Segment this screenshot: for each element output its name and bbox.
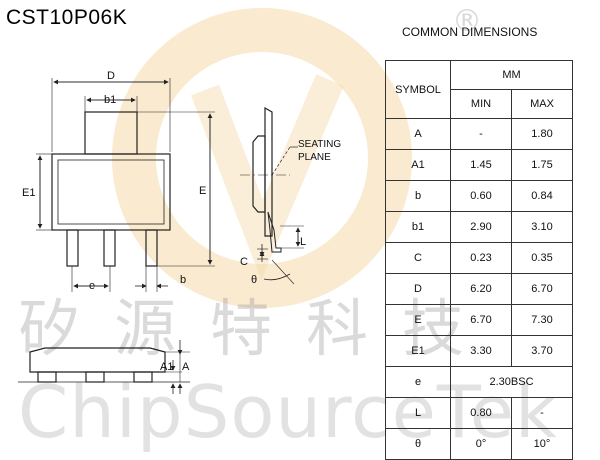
label-C: C [240,256,248,268]
side-view [240,106,304,285]
top-view [36,78,215,292]
lead-left [66,229,79,267]
cell-max: 6.70 [511,273,573,305]
label-seating: SEATING [298,139,341,150]
cell-max: 3.10 [511,211,573,243]
cell-min: 3.30 [450,335,512,367]
lead-mid [103,229,116,267]
top-body-inner [57,159,165,225]
label-b: b [180,274,186,286]
front-lead-mid [85,371,105,383]
cell-symbol: θ [385,428,451,460]
header-min: MIN [450,89,512,119]
cell-symbol: E [385,304,451,336]
cell-symbol: L [385,397,451,429]
header-unit: MM [450,60,573,90]
label-plane: PLANE [298,152,331,163]
table-row: A-1.80 [385,118,573,150]
front-lead-left [37,371,57,383]
cell-min: 0.80 [450,397,512,429]
top-body [51,153,171,231]
cell-min: - [450,118,512,150]
header-symbol: SYMBOL [385,60,451,119]
front-body [29,347,166,373]
cell-min: 0.60 [450,180,512,212]
side-tab [264,106,273,237]
label-A1: A1 [160,361,173,373]
cell-max: 0.35 [511,242,573,274]
package-drawing: D b1 E1 E e b SEATING PLANE L C θ [18,70,341,394]
side-body [252,135,266,213]
cell-min: 6.20 [450,273,512,305]
registered-mark: ® [452,4,482,39]
cell-symbol: D [385,273,451,305]
cell-symbol: b [385,180,451,212]
label-E1: E1 [22,187,35,199]
cell-symbol: b1 [385,211,451,243]
lead-right [145,229,158,267]
cell-max: 10° [511,428,573,460]
part-number-title: CST10P06K [6,6,128,29]
front-lead-right [133,371,153,383]
cell-min: 0° [450,428,512,460]
label-E: E [199,185,206,197]
cell-symbol: e [385,366,451,398]
cell-min: 2.90 [450,211,512,243]
label-D: D [107,70,115,82]
side-lead [267,211,282,253]
cell-min: 6.70 [450,304,512,336]
cell-symbol: A [385,118,451,150]
cell-max: 1.75 [511,149,573,181]
cell-min: 0.23 [450,242,512,274]
label-b1: b1 [104,94,116,106]
top-tab [84,111,138,155]
front-view [18,340,190,394]
dimensions-heading: COMMON DIMENSIONS [402,25,538,39]
cell-max: - [511,397,573,429]
cell-max: 3.70 [511,335,573,367]
label-theta: θ [251,274,257,286]
label-L: L [300,236,306,248]
cell-symbol: A1 [385,149,451,181]
cell-min: 1.45 [450,149,512,181]
cell-symbol: E1 [385,335,451,367]
label-e: e [89,280,95,292]
cell-max: 0.84 [511,180,573,212]
cell-max: 7.30 [511,304,573,336]
cell-max: 1.80 [511,118,573,150]
cell-symbol: C [385,242,451,274]
cell-span: 2.30BSC [450,366,573,398]
header-max: MAX [511,89,573,119]
label-A: A [182,361,190,373]
